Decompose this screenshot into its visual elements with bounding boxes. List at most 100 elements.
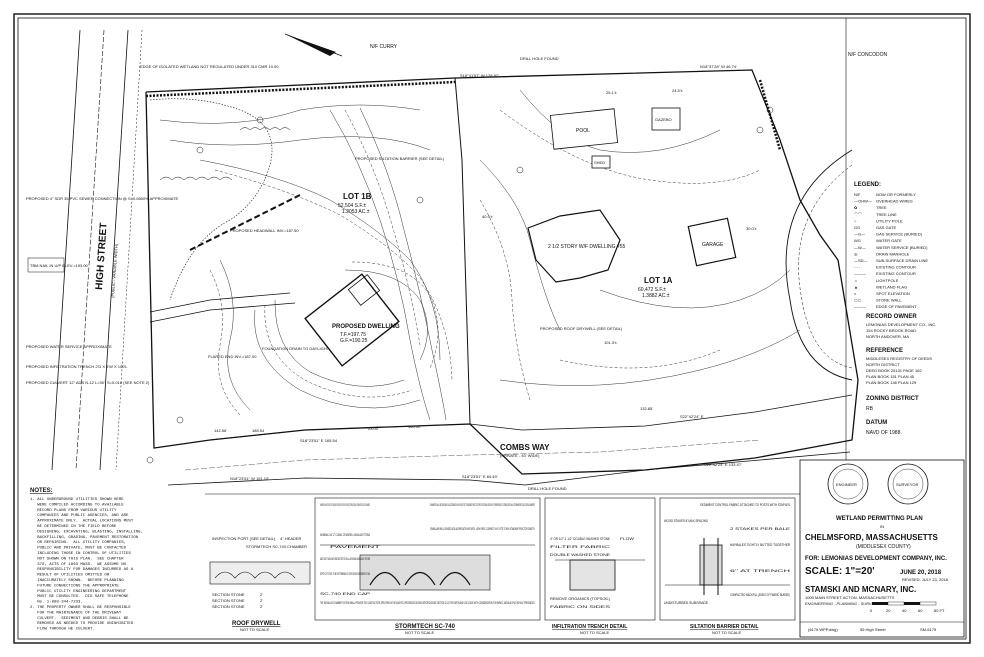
dim-6: 101.3'± [604, 340, 618, 345]
cul-de-sac-arc-inner [798, 164, 853, 369]
tree-line [159, 176, 233, 181]
siltation-callout: PROPOSED SILTATION BARRIER (SEE DETAIL) [355, 156, 445, 161]
legend-symbol: ◎ [854, 251, 858, 256]
dim-2: 185.54 [252, 428, 265, 433]
reference-line: PLAN BOOK 151 PLAN 45 [866, 374, 915, 379]
culvert-callout: PROPOSED CULVERT 12" ADS N-12 L=30', S=0… [26, 380, 150, 385]
stormtech-label: THE INSTALLED CHAMBER SYSTEM SHALL PROVI… [320, 600, 535, 605]
plan-for: FOR: LEMONIAS DEVELOPMENT COMPANY, INC. [805, 556, 947, 562]
wetland-edge-label: EDGE OF ISOLATED WETLAND NOT REGULATED U… [140, 64, 279, 69]
legend-item-label: DRAIN MANHOLE [876, 251, 910, 256]
record-owner-line: 154 ROCKY BROOK ROAD [866, 328, 916, 333]
drywell-table-cell: 2' [260, 604, 263, 609]
legend-item-label: WATER SERVICE (BURIED) [876, 245, 928, 250]
legend-symbol: ⌒⌒ [854, 211, 862, 217]
dim-7: 25.1'± [606, 90, 618, 95]
proposed-dwelling [304, 273, 400, 367]
headwall-callout: PROPOSED HEADWALL INV.=187.50 [230, 228, 299, 233]
bearing-bottom-left: N18°23'51" W 161.10' [230, 476, 269, 481]
cul-de-sac-arc [785, 149, 853, 381]
drywell-labels: INSPECTION PORT (SEE DETAIL)STORMTECH SC… [212, 536, 307, 549]
note-line: BE DETERMINED IN THE FIELD BEFORE [30, 525, 117, 529]
shed [591, 155, 611, 169]
legend-symbol: ✿ [854, 205, 858, 210]
file-name: (6179.WPP.dwg) [808, 627, 838, 632]
legend-symbol: ▲ [854, 284, 858, 289]
stormtech-title: STORMTECH SC-740 [395, 624, 456, 630]
drywell-table-cell: 2' [260, 592, 263, 597]
pool [549, 108, 619, 150]
stormtech-sub: NOT TO SCALE [405, 630, 434, 635]
reference-line: PLAN BOOK 146 PLAN 129 [866, 380, 917, 385]
infiltration-title: INFILTRATION TRENCH DETAIL [552, 624, 627, 630]
note-line: FOR THE MAINTENANCE OF THE DRIVEWAY [30, 611, 122, 615]
note-line: REMOVED AS NEEDED TO PROVIDE UNINHIBITED [30, 622, 134, 626]
note-line: FUTURE CONNECTIONS THE APPROPRIATE [30, 584, 119, 588]
siltation-title: SILTATION BARRIER DETAIL [690, 624, 759, 630]
note-line: APPROXIMATE ONLY. ACTUAL LOCATIONS MUST [30, 520, 134, 524]
infiltration-label: 4" OR 1/2"-1 1/2" DOUBLE WASHED STONE [550, 536, 610, 541]
high-street-line-4 [115, 29, 143, 471]
job-number: SM-6179 [920, 627, 937, 632]
legend-item-label: EDGE OF PAVEMENT [876, 304, 917, 309]
proposed-driveway [149, 292, 291, 313]
abutter-top-right: N/F CONCODON [848, 52, 888, 58]
sheet-border-inner [17, 17, 967, 640]
svg-text:SURVEYOR: SURVEYOR [896, 482, 918, 487]
legend-symbol: × [854, 291, 857, 296]
dim-1: 142.56' [214, 428, 227, 433]
note-line: WERE COMPILED ACCORDING TO AVAILABLE [30, 503, 124, 507]
infiltration-labels: 4" OR 1/2"-1 1/2" DOUBLE WASHED STONEFIL… [550, 536, 634, 609]
siltation-labels: SEDIMENT CONTROL FABRIC ATTACHED TO POST… [664, 502, 791, 605]
sheet-border-outer [13, 13, 971, 644]
notes-block: NOTES: 1. ALL UNDERGROUND UTILITIES SHOW… [30, 488, 143, 632]
dim-3: 23.00' [368, 426, 379, 431]
note-line: CULVERT. SEDIMENT AND DEBRIS SHALL BE [30, 617, 129, 621]
legend-item-label: TREE [876, 205, 887, 210]
existing-dwelling-label: 2 1/2 STORY W/F DWELLING #55 [548, 244, 625, 250]
legend-symbol: ——— [854, 304, 866, 309]
gazebo-label: GAZEBO [655, 117, 672, 122]
scale-label: 60 [918, 608, 923, 613]
legend-item-label: GAS GATE [876, 225, 896, 230]
bearing-bottom-right: S22°42'24" E 133.47' [704, 462, 742, 467]
dim-8: 24.5'± [672, 88, 684, 93]
notes-lines: 1. ALL UNDERGROUND UTILITIES SHOWN HERE … [30, 498, 143, 632]
dim-9: 30.0'± [746, 226, 758, 231]
note-line: PUBLIC AND PRIVATE, MUST BE CONTACTED [30, 547, 127, 551]
flared-end-callout: FLARED END INV.=187.00 [208, 354, 257, 359]
infiltration-label: REMOVE ORGANICS (TOPSOIL) [550, 596, 611, 601]
north-arrow-icon [284, 33, 343, 57]
siltation-detail: SEDIMENT CONTROL FABRIC ATTACHED TO POST… [659, 497, 796, 635]
lot1a-ac: 1.3882 AC.± [642, 293, 670, 299]
stormtech-label: SC-740 END CAP [320, 591, 370, 596]
plan-title: WETLAND PERMITTING PLAN [836, 516, 923, 522]
infiltration-label: FLOW [620, 536, 634, 541]
stormtech-label: DEPTH OF STONE TO BE DETERMINED BY SITE … [320, 571, 370, 576]
stormtech-detail: CHAMBERS SHALL MEET ASTM F2922 "STANDARD… [314, 497, 541, 635]
drywell-table-cell: SECTION STONE [212, 592, 245, 597]
engineer-stamp-icon: ENGINEER [827, 463, 869, 505]
scale-label: 0 [870, 608, 873, 613]
firm-address: 1000 MAIN STREET ACTON, MASSACHUSETTS [805, 595, 895, 600]
legend-item-label: LIGHTPOLE [876, 278, 899, 283]
roof-drywell-sub: NOT TO SCALE [240, 627, 269, 632]
reference-line: MIDDLESEX REGISTRY OF DEEDS [866, 356, 932, 361]
stormtech-label: CHAMBERS SHALL MEET ASTM F2922 "STANDARD… [320, 502, 370, 507]
zoning-value: RB [866, 406, 874, 412]
siltation-label: UNDISTURBED SUBGRADE [664, 600, 708, 605]
legend-item-label: OVERHEAD WIRES [876, 199, 913, 204]
bearing-bottom-center: S18°23'51" E 64.49' [462, 474, 498, 479]
stormtech-labels: CHAMBERS SHALL MEET ASTM F2922 "STANDARD… [320, 502, 535, 605]
datum-value: NAVD OF 1988. [866, 430, 902, 436]
legend-item-label: EXISTING CONTOUR [876, 271, 916, 276]
siltation-label: SEDIMENT CONTROL FABRIC ATTACHED TO POST… [700, 502, 790, 507]
infiltration-detail: 4" OR 1/2"-1 1/2" DOUBLE WASHED STONEFIL… [544, 497, 656, 635]
garage-label: GARAGE [702, 242, 724, 248]
legend-symbol: —OHW— [854, 199, 872, 204]
note-line: RECORD PLANS FROM VARIOUS UTILITY [30, 509, 117, 513]
note-line: INCLUDING THOSE IN CONTROL OF UTILITIES [30, 552, 131, 556]
